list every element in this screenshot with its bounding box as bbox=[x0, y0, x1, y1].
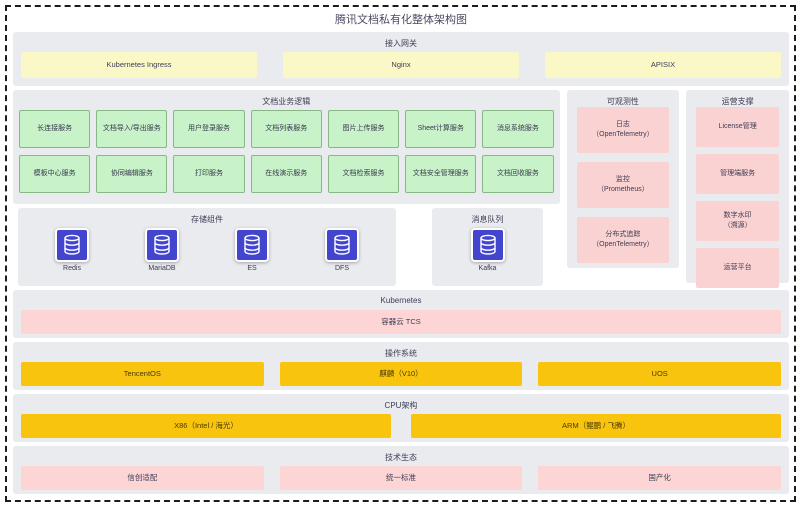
operation-title: 运营支撑 bbox=[721, 97, 754, 106]
gateway-layer: 接入网关 Kubernetes Ingress Nginx APISIX bbox=[13, 32, 789, 86]
cpu-layer: CPU架构 X86（Intel / 海光） ARM（鲲鹏 / 飞腾） bbox=[13, 394, 789, 442]
kubernetes-title: Kubernetes bbox=[380, 296, 422, 305]
eco-layer: 技术生态 信创适配 统一标准 国产化 bbox=[13, 446, 789, 494]
service-box: 文档列表服务 bbox=[250, 110, 322, 148]
storage-tile-label: ES bbox=[247, 265, 257, 272]
observability-item-label: 监控 bbox=[615, 176, 630, 184]
gateway-layer-title: 接入网关 bbox=[385, 39, 417, 48]
storage-tiles: Redis MariaDB bbox=[18, 226, 396, 272]
observability-item-monitoring: 监控 （Prometheus） bbox=[576, 162, 670, 208]
observability-item-sublabel: （OpenTelemetry） bbox=[592, 131, 654, 138]
eco-item-xinchuang: 信创适配 bbox=[21, 466, 264, 490]
storage-tile-label: Redis bbox=[63, 265, 81, 272]
storage-layer: 存储组件 Redis bbox=[18, 208, 396, 286]
database-icon bbox=[470, 228, 505, 262]
os-item-kylin: 麒麟（V10） bbox=[279, 362, 523, 386]
kubernetes-item-tcs: 容器云 TCS bbox=[21, 310, 781, 334]
cpu-row: X86（Intel / 海光） ARM（鲲鹏 / 飞腾） bbox=[13, 412, 789, 438]
business-layer: 文档业务逻辑 长连接服务 文档导入/导出服务 用户登录服务 文档列表服务 图片上… bbox=[13, 90, 560, 204]
observability-title: 可观测性 bbox=[606, 97, 639, 106]
cpu-item-arm: ARM（鲲鹏 / 飞腾） bbox=[411, 414, 781, 438]
os-title: 操作系统 bbox=[385, 349, 417, 358]
operation-item-admin: 管理端服务 bbox=[696, 154, 779, 194]
storage-tile-redis: Redis bbox=[40, 228, 104, 272]
cpu-title: CPU架构 bbox=[384, 401, 418, 410]
operation-item-sublabel: （溯源） bbox=[723, 222, 752, 229]
observability-item-label: 日志 bbox=[615, 121, 630, 129]
gateway-row: Kubernetes Ingress Nginx APISIX bbox=[13, 50, 789, 78]
service-box: 长连接服务 bbox=[19, 110, 91, 148]
business-layer-title: 文档业务逻辑 bbox=[262, 97, 311, 106]
gateway-item-nginx: Nginx bbox=[283, 52, 519, 78]
os-layer: 操作系统 TencentOS 麒麟（V10） UOS bbox=[13, 342, 789, 390]
storage-tile-label: MariaDB bbox=[148, 265, 176, 272]
database-icon bbox=[325, 228, 359, 262]
service-box: 图片上传服务 bbox=[327, 110, 400, 148]
gateway-item-apisix: APISIX bbox=[545, 52, 781, 78]
service-box: 在线演示服务 bbox=[250, 155, 322, 193]
storage-tile-mariadb: MariaDB bbox=[130, 228, 194, 272]
operation-item-watermark: 数字水印 （溯源） bbox=[696, 201, 779, 241]
service-box: 文档检索服务 bbox=[327, 155, 400, 193]
os-item-tencentos: TencentOS bbox=[21, 362, 264, 386]
storage-tile-dfs: DFS bbox=[310, 228, 374, 272]
gateway-item-kubernetes-ingress: Kubernetes Ingress bbox=[21, 52, 257, 78]
mq-tiles: Kafka bbox=[432, 226, 543, 272]
observability-item-sublabel: （OpenTelemetry） bbox=[592, 241, 654, 248]
operation-item-label: License管理 bbox=[718, 123, 757, 131]
eco-item-localization: 国产化 bbox=[538, 466, 782, 490]
mq-layer-title: 消息队列 bbox=[471, 215, 504, 224]
service-box: 协同编辑服务 bbox=[96, 155, 168, 193]
operation-item-platform: 运营平台 bbox=[696, 248, 779, 288]
cpu-item-x86: X86（Intel / 海光） bbox=[21, 414, 391, 438]
operation-item-license: License管理 bbox=[696, 107, 779, 147]
observability-item-logs: 日志 （OpenTelemetry） bbox=[576, 107, 670, 153]
eco-row: 信创适配 统一标准 国产化 bbox=[13, 464, 789, 490]
observability-item-sublabel: （Prometheus） bbox=[597, 186, 649, 193]
database-icon bbox=[145, 228, 179, 262]
service-box: 消息系统服务 bbox=[482, 110, 554, 148]
operation-item-label: 管理端服务 bbox=[720, 170, 756, 178]
page-title: 腾讯文档私有化整体架构图 bbox=[335, 14, 467, 26]
mq-tile-label: Kafka bbox=[478, 265, 497, 272]
storage-tile-label: DFS bbox=[335, 265, 349, 272]
service-box: 文档导入/导出服务 bbox=[96, 110, 168, 148]
eco-title: 技术生态 bbox=[385, 453, 417, 462]
kubernetes-layer: Kubernetes 容器云 TCS bbox=[13, 290, 789, 338]
mq-tile-kafka: Kafka bbox=[456, 228, 520, 272]
mq-layer: 消息队列 Kafka bbox=[432, 208, 543, 286]
kubernetes-row: 容器云 TCS bbox=[13, 308, 789, 334]
observability-layer: 可观测性 日志 （OpenTelemetry） 监控 （Prometheus） … bbox=[566, 90, 680, 268]
service-box: Sheet计算服务 bbox=[405, 110, 477, 148]
observability-item-tracing: 分布式追踪 （OpenTelemetry） bbox=[576, 217, 670, 263]
service-box: 打印服务 bbox=[173, 155, 245, 193]
storage-layer-title: 存储组件 bbox=[191, 215, 223, 224]
service-box: 模板中心服务 bbox=[19, 155, 91, 193]
operation-item-label: 运营平台 bbox=[723, 264, 752, 272]
middle-region: 文档业务逻辑 长连接服务 文档导入/导出服务 用户登录服务 文档列表服务 图片上… bbox=[13, 90, 789, 288]
operation-layer: 运营支撑 License管理 管理端服务 数字水印 （溯源） 运营平台 bbox=[686, 90, 789, 288]
database-icon bbox=[55, 228, 89, 262]
middle-left-column: 文档业务逻辑 长连接服务 文档导入/导出服务 用户登录服务 文档列表服务 图片上… bbox=[13, 90, 560, 286]
service-box: 文档回收服务 bbox=[482, 155, 554, 193]
operation-item-label: 数字水印 bbox=[723, 212, 752, 220]
service-box: 用户登录服务 bbox=[173, 110, 245, 148]
os-row: TencentOS 麒麟（V10） UOS bbox=[13, 360, 789, 386]
diagram-content: 腾讯文档私有化整体架构图 接入网关 Kubernetes Ingress Ngi… bbox=[13, 10, 789, 498]
os-item-uos: UOS bbox=[538, 362, 782, 386]
service-box: 文档安全管理服务 bbox=[405, 155, 477, 193]
business-service-grid: 长连接服务 文档导入/导出服务 用户登录服务 文档列表服务 图片上传服务 She… bbox=[13, 108, 560, 193]
storage-mq-row: 存储组件 Redis bbox=[13, 208, 560, 286]
eco-item-standard: 统一标准 bbox=[279, 466, 523, 490]
database-icon bbox=[235, 228, 269, 262]
storage-tile-es: ES bbox=[220, 228, 284, 272]
observability-item-label: 分布式追踪 bbox=[605, 231, 641, 239]
